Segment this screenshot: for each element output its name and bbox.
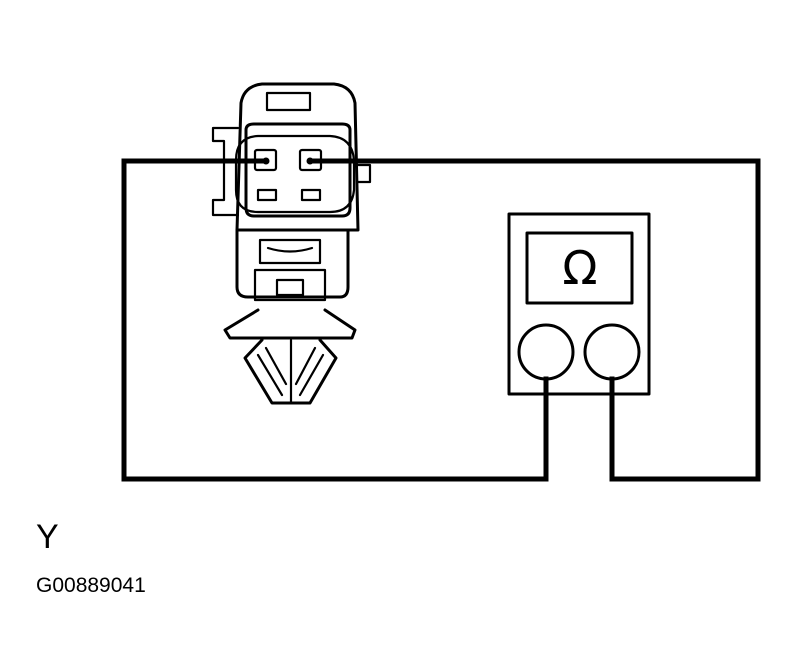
ohm-symbol: Ω: [562, 241, 597, 295]
probe-jack-left: [517, 323, 575, 381]
figure-label: Y: [36, 518, 59, 556]
probe-jack-right: [583, 323, 641, 381]
test-lead-left: [121, 158, 549, 482]
sensor-connector: [211, 82, 372, 405]
test-lead-right: [307, 158, 761, 482]
test-leads: [121, 158, 761, 482]
ohmmeter-display: [525, 231, 634, 305]
ohmmeter: Ω: [507, 212, 651, 396]
figure-code: G00889041: [36, 574, 146, 597]
